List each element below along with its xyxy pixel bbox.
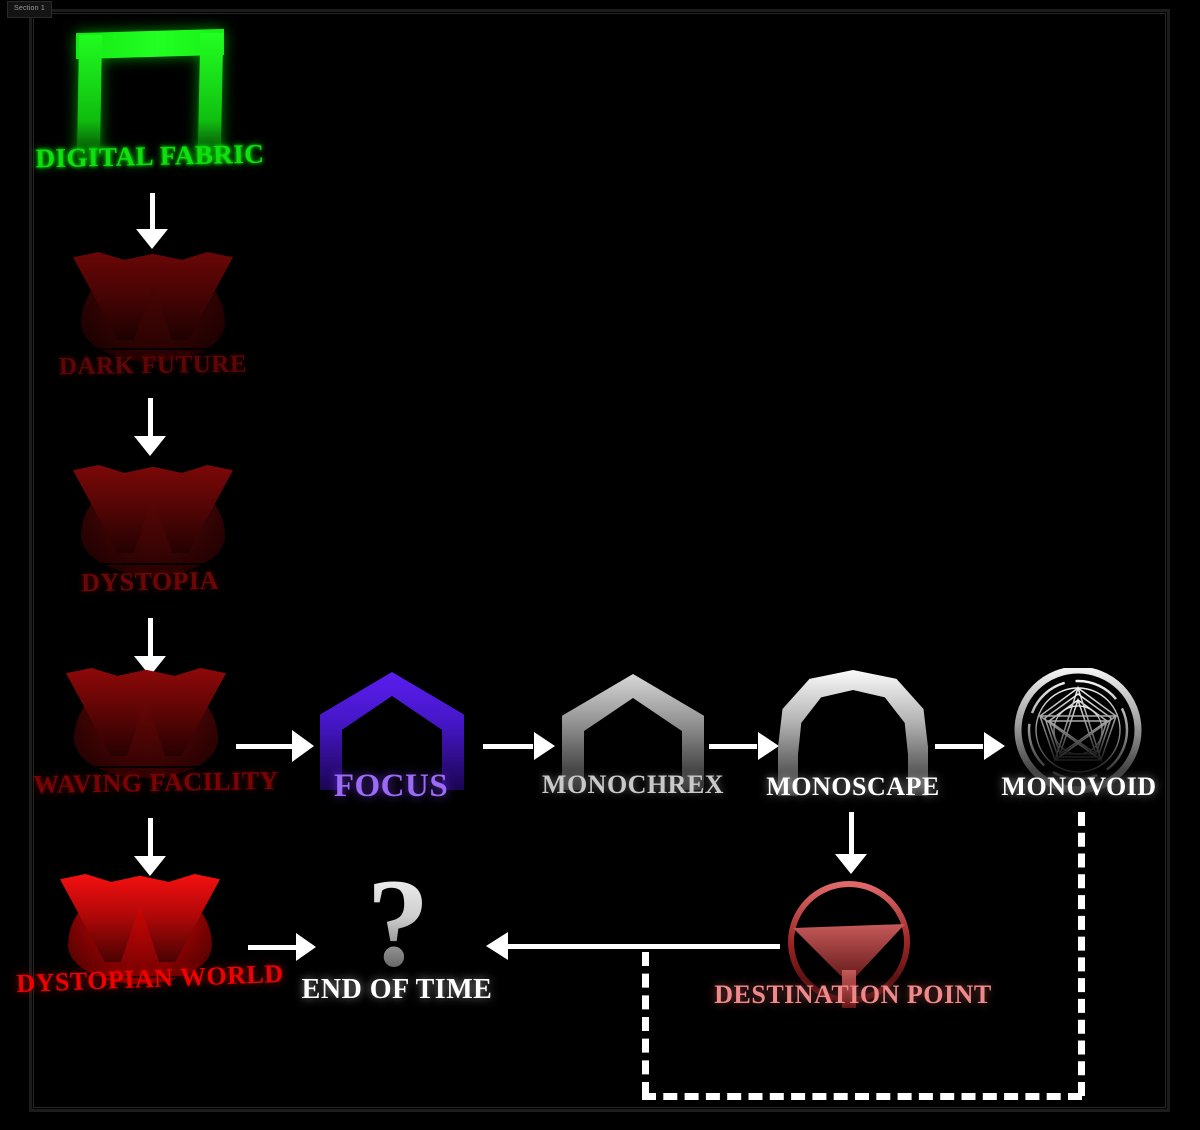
edge-focus-to-monochrex (483, 724, 555, 768)
focus-icon (320, 672, 464, 790)
node-monochrex[interactable]: MONOCHREX (542, 674, 724, 799)
question-mark-icon: ? (348, 861, 448, 987)
node-label-monovoid: MONOVOID (1001, 772, 1157, 801)
edge-monochrex-to-monoscape (709, 724, 779, 768)
section-tab[interactable]: Section 1 (7, 1, 52, 18)
dashed-edge-bottom-horizontal (642, 1093, 1082, 1100)
edge-monoscape-to-monovoid (935, 724, 1005, 768)
edge-waving-facility-to-focus (236, 722, 314, 770)
node-waving-facility[interactable]: WAVING FACILITY (33, 668, 279, 799)
edge-destination-point-to-end-of-time (486, 925, 780, 969)
node-label-end-of-time: END OF TIME (301, 974, 493, 1005)
digital-fabric-icon (76, 28, 224, 157)
node-digital-fabric[interactable]: DIGITAL FABRIC (35, 28, 265, 173)
node-label-destination-point: DESTINATION POINT (714, 980, 992, 1009)
monochrex-icon (562, 674, 704, 790)
node-label-monoscape: MONOSCAPE (766, 772, 940, 801)
node-dystopian-world[interactable]: DYSTOPIAN WORLD (16, 874, 284, 998)
dystopia-icon (73, 465, 233, 577)
node-dystopia[interactable]: DYSTOPIA (73, 465, 233, 597)
waving-facility-icon (66, 668, 232, 780)
monovoid-icon (1010, 666, 1146, 798)
node-focus[interactable]: FOCUS (320, 672, 464, 804)
question-mark-glyph: ? (348, 861, 448, 987)
dark-future-icon (73, 252, 233, 362)
node-monoscape[interactable]: MONOSCAPE (766, 670, 939, 801)
edge-digital-fabric-to-dark-future (132, 193, 172, 249)
edge-dystopian-world-to-end-of-time (248, 925, 316, 969)
node-label-dark-future: DARK FUTURE (58, 350, 248, 381)
dashed-edge-monovoid-down (1078, 812, 1085, 1096)
node-label-digital-fabric: DIGITAL FABRIC (35, 138, 265, 174)
node-dark-future[interactable]: DARK FUTURE (59, 252, 247, 380)
dystopian-world-icon (60, 874, 232, 990)
destination-point-icon (776, 880, 922, 1016)
node-label-waving-facility: WAVING FACILITY (32, 765, 280, 800)
edge-monoscape-to-destination-point (831, 812, 871, 874)
edge-dark-future-to-dystopia (130, 398, 170, 456)
node-label-dystopian-world: DYSTOPIAN WORLD (15, 958, 285, 999)
monoscape-icon (778, 670, 928, 796)
edge-waving-facility-to-dystopian-world (130, 818, 170, 876)
node-label-focus: FOCUS (333, 768, 449, 804)
dashed-edge-up-to-arrow (642, 952, 649, 1096)
node-monovoid[interactable]: MONOVOID (1001, 666, 1156, 801)
node-end-of-time[interactable]: ? END OF TIME (302, 861, 492, 1006)
node-destination-point[interactable]: DESTINATION POINT (714, 880, 991, 1016)
node-label-dystopia: DYSTOPIA (80, 565, 220, 598)
node-label-monochrex: MONOCHREX (541, 770, 725, 799)
